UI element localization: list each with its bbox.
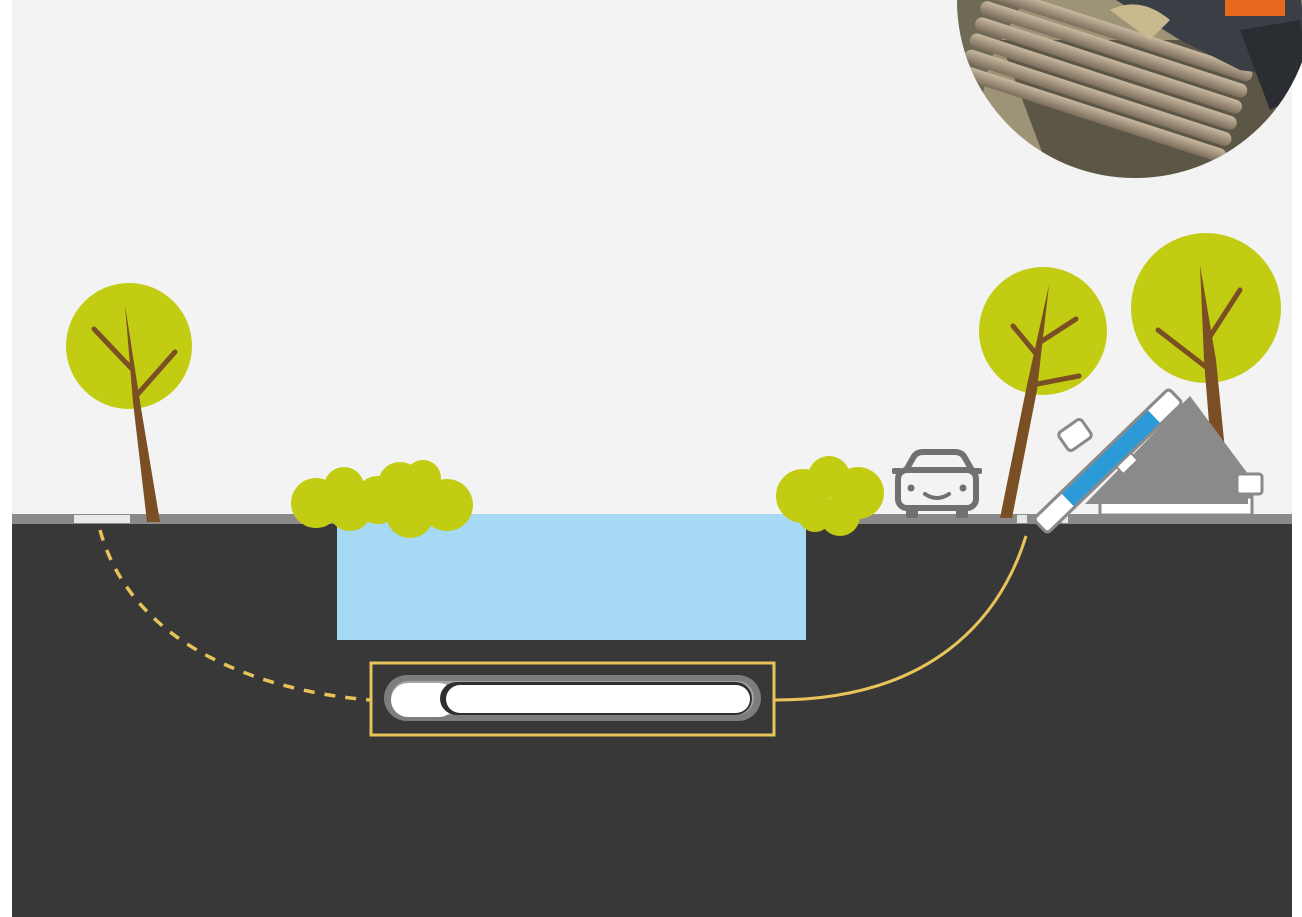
pipe-icon — [384, 675, 761, 721]
